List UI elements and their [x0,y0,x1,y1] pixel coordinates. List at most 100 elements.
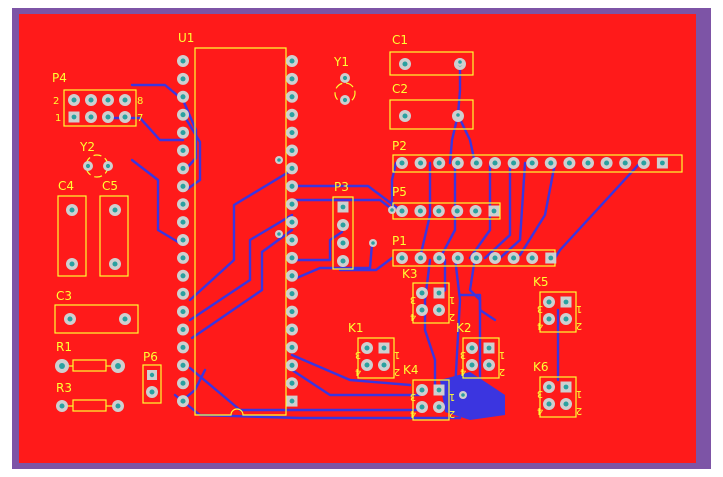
k2-outline [462,337,500,379]
vias-layer [275,58,467,399]
trace [498,161,527,260]
u1-outline [194,47,287,416]
p5-pin-hole [454,208,460,214]
p2-pin-hole [529,160,535,166]
u1-pin-hole [180,183,186,189]
p3-pin-hole [340,258,346,264]
u1-pin-hole [289,380,295,386]
p3-pin-hole [340,240,346,246]
k5-outline [539,291,577,333]
k6-outline [539,376,577,418]
k3-pin-hole [419,290,425,296]
u1-pin-hole [180,112,186,118]
via-hole [390,208,394,212]
c5-outline [99,195,129,277]
trace [423,258,437,392]
k3-pin-number: 4 [410,311,416,322]
u1-pin-hole [180,147,186,154]
trace [181,112,202,192]
k6-pin-hole [546,384,552,390]
u1-pin-hole [289,94,295,100]
trace [553,161,642,260]
k2-pin-hole [486,362,492,368]
k3-pin-square-hole [436,290,442,296]
p4-pin-label-1: 1 [55,113,61,124]
k4-pin-hole [419,387,425,393]
c1-pad-hole [402,61,408,67]
p1-pin-hole [473,255,479,261]
trace [290,198,395,212]
u1-pin-hole [180,130,186,136]
u1-pin-hole [180,255,186,261]
trace [390,161,398,212]
bottom-copper-fill [440,372,505,420]
k6-pin-number: 4 [537,405,543,416]
trace [290,368,422,397]
u1-pin-hole [289,201,295,207]
p2-pin-hole [548,160,554,166]
label-k4: K4 [403,363,419,377]
k5-pin-hole [546,316,552,322]
label-c1: C1 [392,33,408,47]
k5-pin-number: 2 [576,320,582,331]
k1-pin-number: 2 [394,366,400,377]
k5-pin-number: 1 [576,303,582,314]
k4-pin-hole [436,404,442,410]
label-c3: C3 [56,289,72,303]
trace [438,161,457,260]
u1-pin-hole [180,380,186,386]
pads-layer [55,55,668,413]
p3-outline [332,196,354,270]
trace [190,228,294,340]
via-hole [461,393,465,397]
p3-pin-hole [340,222,346,228]
u1-pin-hole [289,76,295,82]
c3-pad-hole [122,316,128,322]
u1-pin-hole [180,165,186,171]
p4-pin-label-2: 2 [53,96,59,107]
k3-pin-hole [436,307,442,313]
p4-pin-label-7: 7 [137,113,143,124]
k4-pin-number: 4 [410,408,416,419]
u1-pin-hole [289,326,295,333]
u1-pin-hole [180,398,186,404]
k5-pin-number: 4 [537,320,543,331]
r3-pad-hole [115,403,121,409]
k6-pin-hole [546,401,552,407]
label-p3: P3 [334,180,349,194]
label-p2: P2 [392,139,407,153]
trace [130,83,185,102]
u1-pin-hole [289,183,295,189]
k3-pin-number: 2 [449,311,455,322]
label-u1: U1 [178,31,194,45]
u1-pin-hole [289,362,295,368]
c3-pad-hole [67,316,73,322]
p5-pin-square-hole [491,208,497,214]
p4-pin-label-8: 8 [137,96,143,107]
k2-pin-square-hole [486,345,492,351]
label-y2: Y2 [79,140,95,154]
u1-pin-hole [289,147,295,154]
k2-pin-number: 4 [460,366,466,377]
via-hole [277,232,281,236]
trace [290,184,402,212]
k4-pin-number: 2 [449,408,455,419]
y1-pad-hole [342,97,348,103]
u1-pin-hole [289,219,295,225]
label-p5: P5 [392,185,407,199]
p6-pin-square-hole [149,372,155,378]
u1-pin-hole [180,273,186,279]
label-k1: K1 [348,321,364,335]
u1-pin-square-hole [289,398,295,404]
k4-pin-number: 1 [449,391,455,402]
label-c2: C2 [392,82,408,96]
u1-pin-hole [289,291,295,297]
k5-pin-hole [563,316,569,322]
trace [456,60,462,117]
k5-pin-hole [546,299,552,305]
u1-pin-hole [289,309,295,315]
trace [181,98,198,174]
c3-outline [54,304,139,334]
k1-pin-hole [364,362,370,368]
